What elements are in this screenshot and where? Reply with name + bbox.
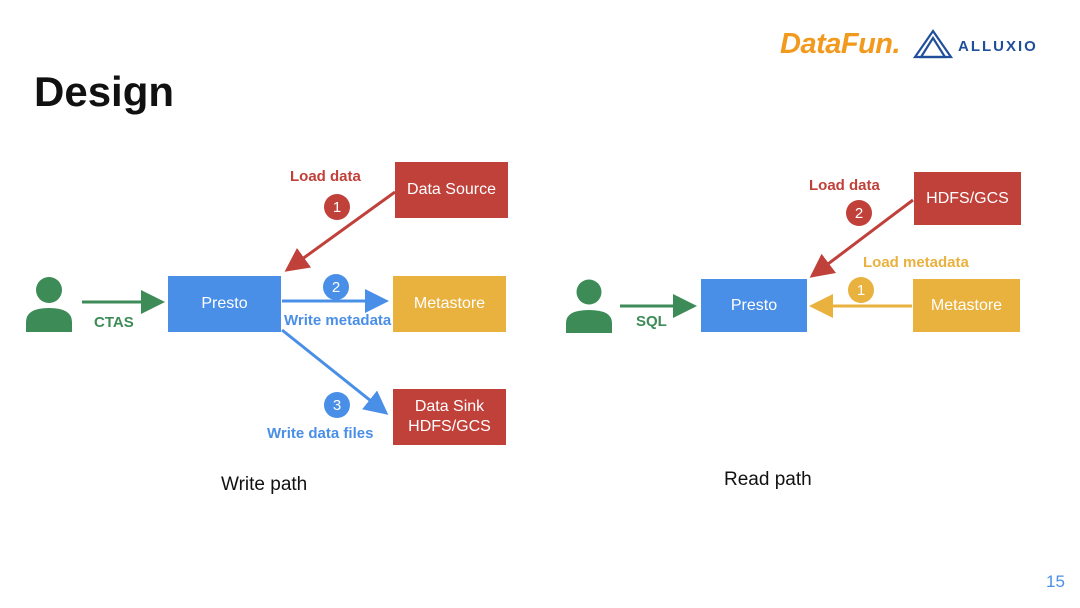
- arrow-load-data-write: [284, 190, 396, 272]
- step2-badge-write: 2: [323, 274, 349, 300]
- user-icon: [566, 279, 612, 333]
- metastore-box-read: Metastore: [913, 279, 1020, 332]
- presto-box-read: Presto: [701, 279, 807, 332]
- alluxio-logo-icon: [913, 29, 953, 59]
- arrow-write-data-files: [281, 328, 389, 415]
- step3-label-write: Write data files: [267, 425, 374, 442]
- alluxio-logo-text: ALLUXIO: [958, 38, 1038, 55]
- user-icon: [26, 277, 72, 332]
- arrow-load-data-read: [809, 198, 914, 278]
- step2-label-write: Write metadata: [284, 312, 392, 329]
- step1-label-read: Load metadata: [863, 254, 969, 271]
- step3-badge-write: 3: [324, 392, 350, 418]
- step1-label-write: Load data: [290, 168, 361, 185]
- step2-badge-read: 2: [846, 200, 872, 226]
- datafun-logo: DataFun.: [780, 28, 901, 61]
- step2-label-read: Load data: [809, 177, 880, 194]
- step1-badge-read: 1: [848, 277, 874, 303]
- data-source-box: Data Source: [395, 162, 508, 218]
- data-sink-line2: HDFS/GCS: [408, 418, 491, 435]
- ctas-label: CTAS: [94, 314, 134, 331]
- sql-label: SQL: [636, 313, 667, 330]
- page-number: 15: [1046, 572, 1065, 591]
- slide-title: Design: [34, 68, 175, 115]
- data-sink-box: Data Sink HDFS/GCS: [393, 389, 506, 445]
- data-sink-line1: Data Sink: [414, 398, 485, 415]
- presto-box-write: Presto: [168, 276, 281, 332]
- metastore-box-write: Metastore: [393, 276, 506, 332]
- step1-badge-write: 1: [324, 194, 350, 220]
- datafun-logo-text: DataFun.: [780, 28, 901, 60]
- read-path-caption: Read path: [724, 469, 812, 490]
- hdfs-gcs-box: HDFS/GCS: [914, 172, 1021, 225]
- write-path-caption: Write path: [221, 474, 308, 495]
